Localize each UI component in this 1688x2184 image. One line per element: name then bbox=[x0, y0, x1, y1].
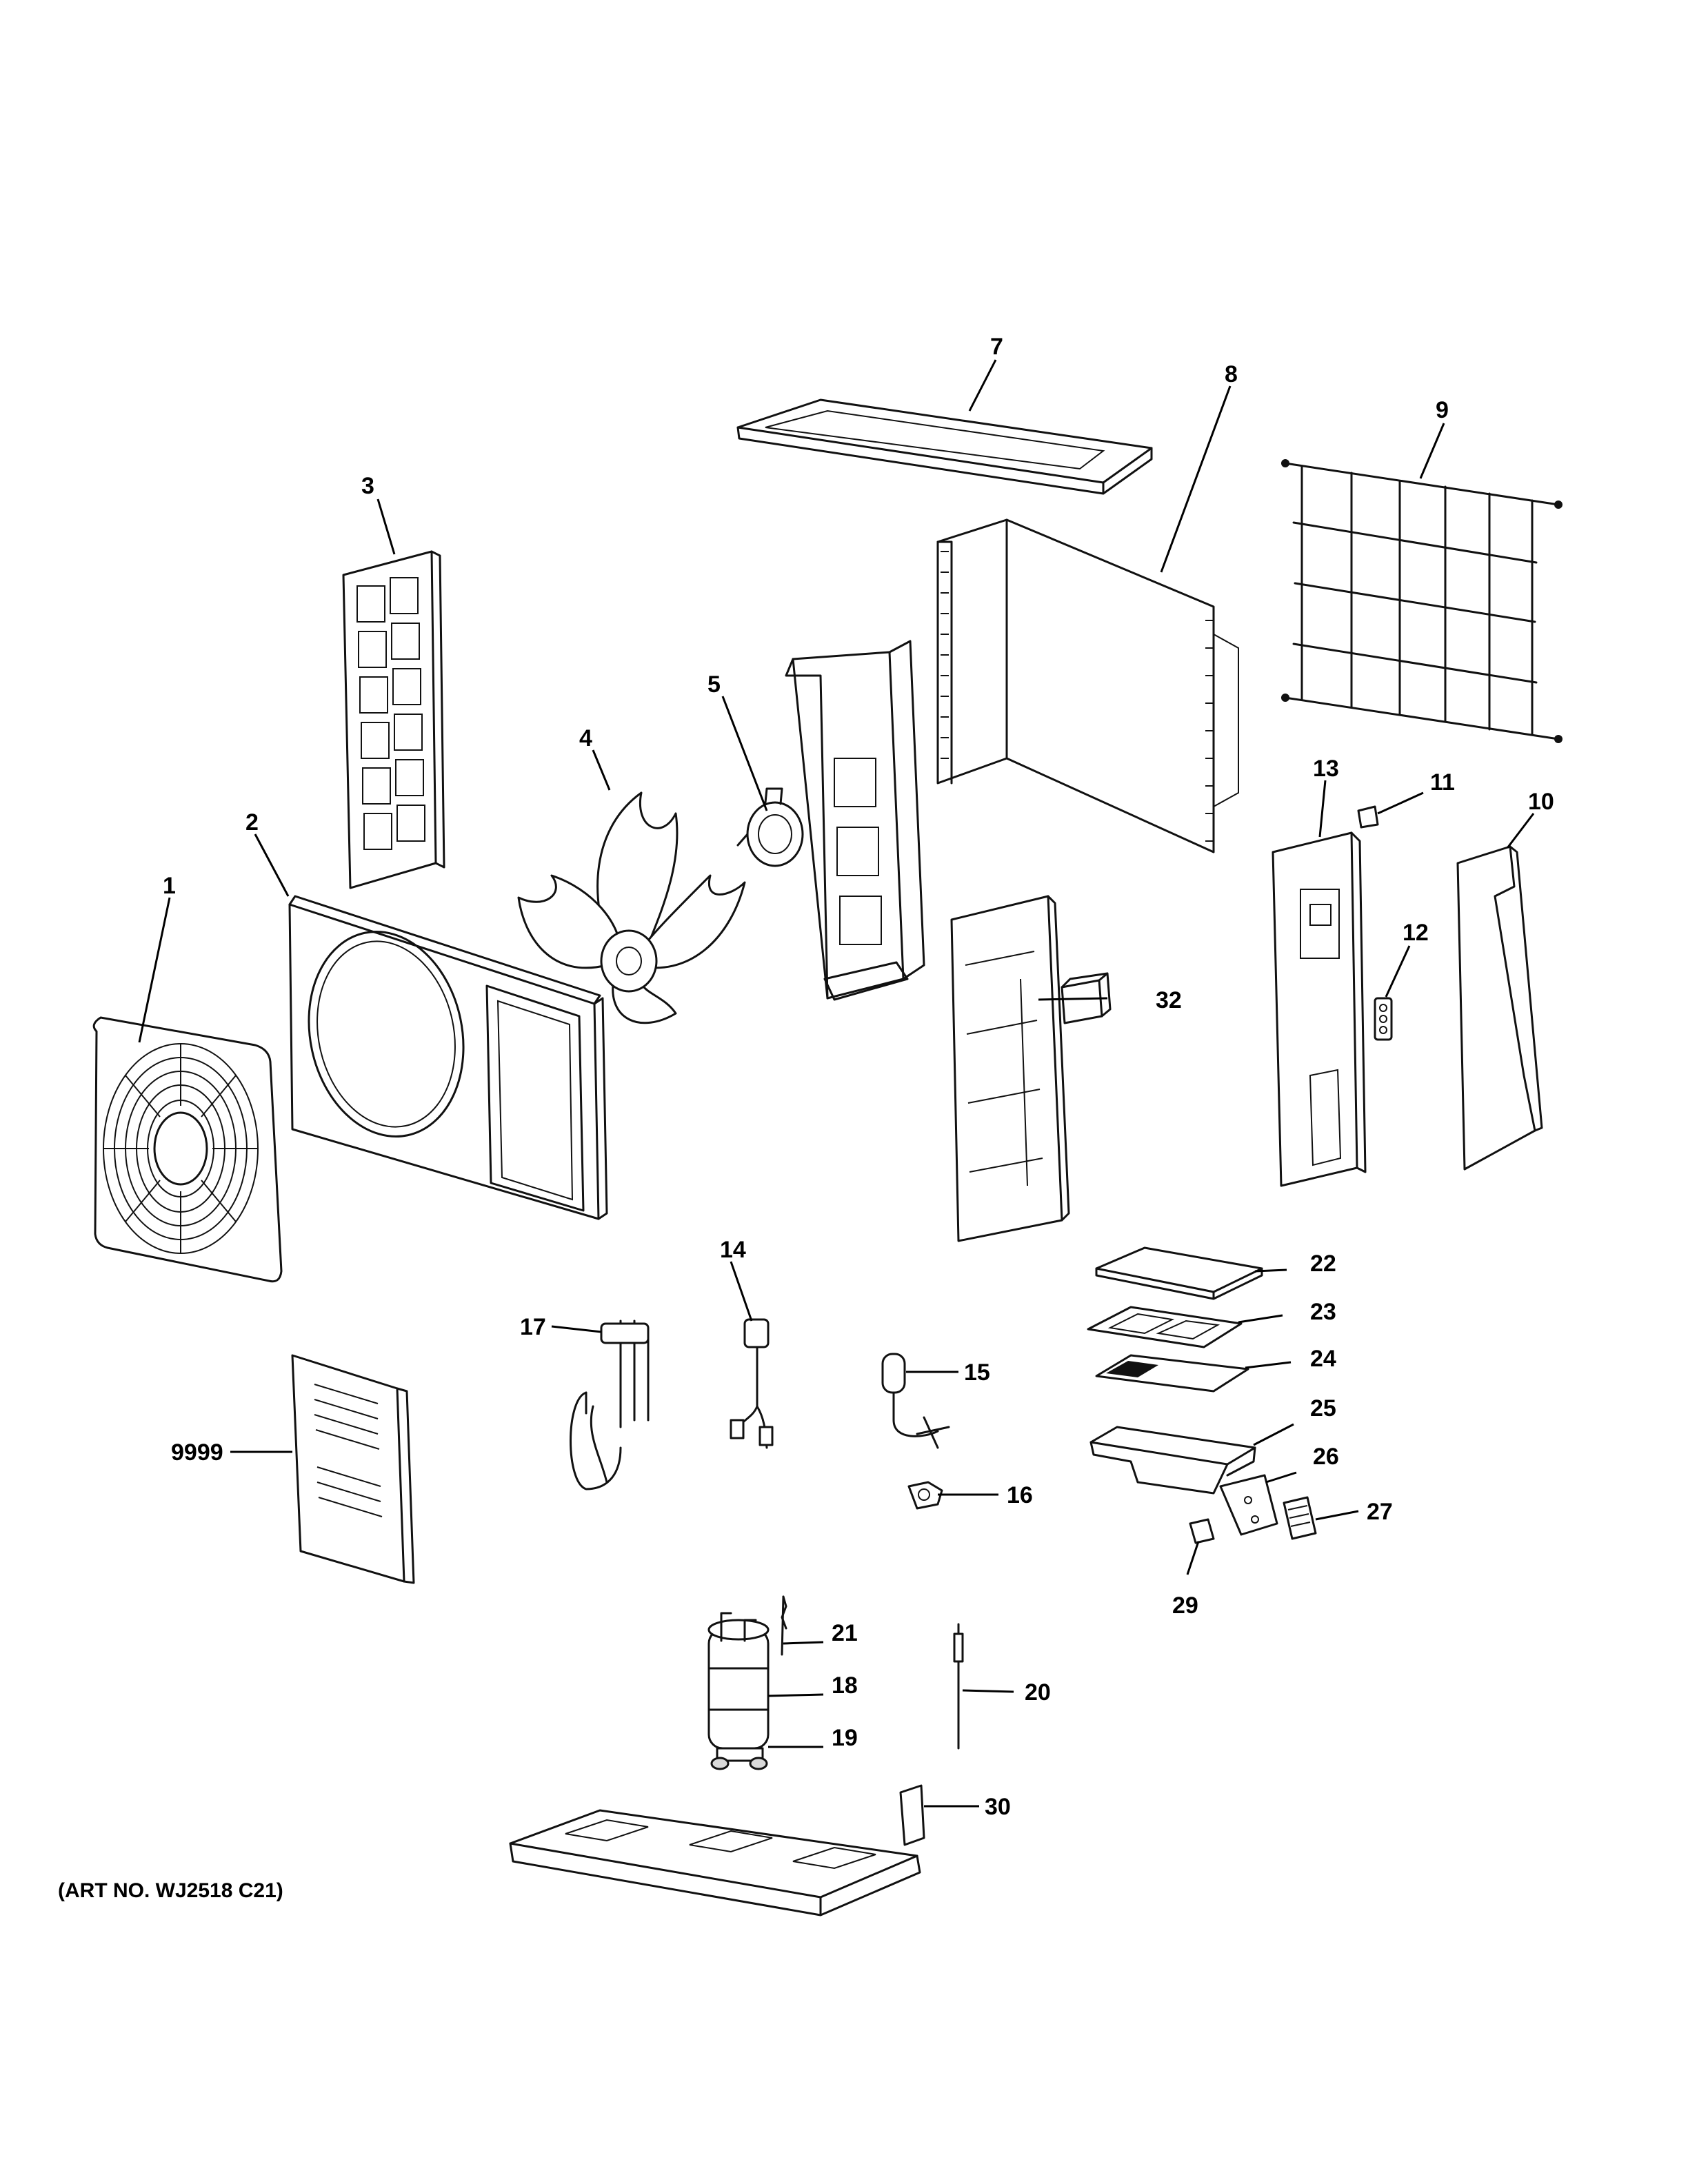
part-24-main-pcb bbox=[1095, 1354, 1249, 1393]
callout-25: 25 bbox=[1310, 1395, 1336, 1422]
part-7-top-cover bbox=[736, 398, 1153, 495]
part-29-holder bbox=[1189, 1518, 1215, 1544]
callout-17: 17 bbox=[520, 1314, 546, 1340]
part-30-bracket bbox=[899, 1784, 925, 1846]
callout-23: 23 bbox=[1310, 1299, 1336, 1325]
part-13-side-panel bbox=[1272, 831, 1367, 1187]
callout-9999: 9999 bbox=[171, 1439, 223, 1466]
part-10-side-cover bbox=[1456, 845, 1543, 1171]
partition-plate bbox=[950, 895, 1070, 1242]
callout-15: 15 bbox=[964, 1359, 990, 1386]
part-26-bracket bbox=[1219, 1474, 1278, 1536]
part-4-fan-blade bbox=[517, 791, 746, 1024]
part-23-pcb-frame bbox=[1087, 1306, 1243, 1348]
part-3-side-grille bbox=[342, 550, 445, 889]
part-15-accumulator bbox=[881, 1353, 950, 1449]
callout-24: 24 bbox=[1310, 1346, 1336, 1372]
callout-26: 26 bbox=[1313, 1444, 1339, 1470]
part-12-terminal-plate bbox=[1374, 997, 1393, 1041]
callout-13: 13 bbox=[1313, 756, 1339, 782]
part-9999-manual bbox=[291, 1354, 415, 1584]
part-22-control-box-cover bbox=[1095, 1246, 1263, 1300]
callout-8: 8 bbox=[1225, 361, 1238, 387]
part-27-terminal-block bbox=[1283, 1496, 1317, 1540]
callout-9: 9 bbox=[1436, 397, 1449, 423]
part-5-fan-motor bbox=[736, 787, 804, 867]
callout-12: 12 bbox=[1403, 920, 1429, 946]
callout-29: 29 bbox=[1172, 1593, 1198, 1619]
callout-10: 10 bbox=[1528, 789, 1554, 815]
part-1-fan-grille bbox=[92, 1016, 283, 1283]
motor-bracket bbox=[785, 640, 925, 1001]
callout-19: 19 bbox=[832, 1725, 858, 1751]
callout-16: 16 bbox=[1007, 1482, 1033, 1508]
leader-lines bbox=[138, 359, 1535, 1808]
part-9-wire-guard bbox=[1281, 459, 1563, 743]
part-18-compressor bbox=[707, 1595, 785, 1762]
callout-labels: 1 2 3 4 5 7 8 9 10 11 12 13 14 15 16 17 … bbox=[163, 334, 1554, 1820]
callout-18: 18 bbox=[832, 1672, 858, 1699]
art-number: (ART NO. WJ2518 C21) bbox=[58, 1879, 283, 1902]
part-21-wire bbox=[781, 1595, 787, 1630]
part-20-crankcase-heater bbox=[953, 1623, 964, 1750]
callout-21: 21 bbox=[832, 1620, 858, 1646]
part-8-condenser-coil bbox=[936, 518, 1239, 853]
part-11-clip bbox=[1357, 805, 1379, 829]
callout-7: 7 bbox=[990, 334, 1003, 360]
callout-11: 11 bbox=[1430, 769, 1455, 796]
part-17-reversing-valve bbox=[570, 1320, 650, 1490]
callout-4: 4 bbox=[579, 725, 592, 751]
callout-32: 32 bbox=[1156, 987, 1182, 1013]
callout-5: 5 bbox=[707, 671, 721, 698]
callout-2: 2 bbox=[245, 809, 259, 836]
part-16-service-valve bbox=[907, 1481, 943, 1510]
part-14-expansion-valve bbox=[730, 1318, 774, 1449]
part-2-front-panel bbox=[288, 895, 608, 1220]
part-19-compressor-feet bbox=[710, 1757, 768, 1770]
part-25-electrical-box bbox=[1089, 1426, 1256, 1495]
callout-1: 1 bbox=[163, 873, 176, 899]
callout-22: 22 bbox=[1310, 1251, 1336, 1277]
callout-14: 14 bbox=[720, 1237, 746, 1263]
base-pan bbox=[509, 1809, 921, 1917]
callout-30: 30 bbox=[985, 1794, 1011, 1820]
callout-3: 3 bbox=[361, 473, 374, 499]
callout-20: 20 bbox=[1025, 1679, 1051, 1706]
part-32-reactor bbox=[1061, 972, 1112, 1024]
callout-27: 27 bbox=[1367, 1499, 1393, 1525]
